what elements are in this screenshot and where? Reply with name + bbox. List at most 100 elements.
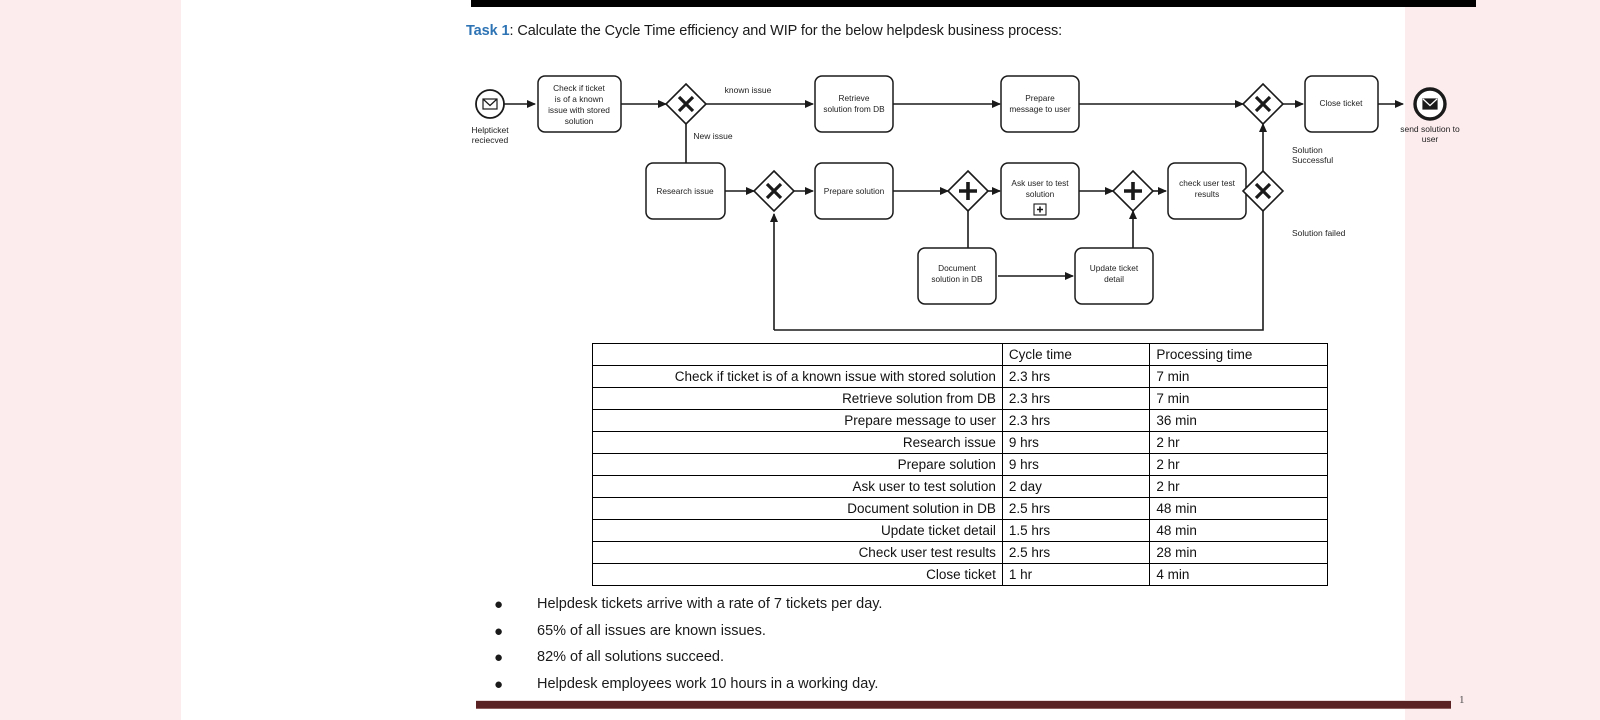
task-line: results [1195,189,1219,199]
cell-processing-time: 7 min [1149,387,1328,410]
list-item-text: 82% of all solutions succeed. [537,649,724,665]
bpmn-diagram: Helpticket reciecved Check if ticket is … [463,58,1473,343]
cell-processing-time: 48 min [1149,519,1328,542]
cell-activity: Update ticket detail [592,519,1003,542]
start-event-label-line2: reciecved [472,135,509,145]
cell-cycle-time: 9 hrs [1001,431,1151,454]
table-row: Check if ticket is of a known issue with… [592,365,1328,388]
flow-label-known-issue: known issue [725,85,772,95]
cell-processing-time: 28 min [1149,541,1328,564]
task-prepare-message: Prepare message to user [1000,75,1080,133]
gateway-merge-close [1241,82,1285,126]
task-line: detail [1104,274,1124,284]
task-line: Prepare solution [824,186,885,196]
activity-times-table-wrapper: Cycle time Processing time Check if tick… [592,343,1328,586]
list-item-text: Helpdesk tickets arrive with a rate of 7… [537,596,883,612]
cell-cycle-time: 9 hrs [1001,453,1151,476]
cell-activity: Close ticket [592,563,1003,586]
task-ask-user-test: Ask user to test solution [1000,162,1080,220]
bullet-icon: ● [494,675,504,693]
cell-activity: Document solution in DB [592,497,1003,520]
cell-cycle-time: 2 day [1001,475,1151,498]
cell-activity: Retrieve solution from DB [592,387,1003,410]
start-event: Helpticket reciecved [471,89,509,145]
task-line: is of a known [555,94,604,104]
list-item-text: 65% of all issues are known issues. [537,622,766,639]
page-number: 1 [1459,694,1465,706]
cell-activity: Check if ticket is of a known issue with… [592,365,1003,388]
task-line: Close ticket [1320,98,1364,108]
task-document-solution: Document solution in DB [917,247,997,305]
list-item: ● 82% of all solutions succeed. [494,649,882,666]
task-line: Prepare [1025,93,1055,103]
gateway-join-research [752,169,796,213]
assumptions-list: ● Helpdesk tickets arrive with a rate of… [494,596,882,702]
table-header-row: Cycle time Processing time [592,343,1328,366]
task-line: Check if ticket [553,83,605,93]
cell-activity: Check user test results [592,541,1003,564]
end-event-label-line2: user [1422,134,1439,144]
end-event-label-line1: send solution to [1400,124,1460,134]
sub-process-plus-icon [1033,203,1047,216]
list-item: ● Helpdesk tickets arrive with a rate of… [494,596,882,613]
cell-processing-time: 7 min [1149,365,1328,388]
cell-cycle-time: 2.3 hrs [1001,409,1151,432]
table-header-processing-time: Processing time [1149,343,1328,366]
task-retrieve-solution: Retrieve solution from DB [814,75,894,133]
task-prepare-solution: Prepare solution [814,162,894,220]
gateway-solution-result [1241,169,1285,213]
task-update-ticket-detail: Update ticket detail [1074,247,1154,305]
task-line: check user test [1179,178,1235,188]
task-line: issue with stored [548,105,610,115]
gateway-parallel-split [946,169,990,213]
flow-label-new-issue: New issue [693,131,732,141]
flow-label-solution-successful-line2: Successful [1292,155,1333,165]
table-row: Close ticket 1 hr 4 min [592,563,1328,586]
table-row: Check user test results 2.5 hrs 28 min [592,541,1328,564]
task-check-user-test-results: check user test results [1167,162,1247,220]
task-line: solution in DB [931,274,983,284]
table-row: Ask user to test solution 2 day 2 hr [592,475,1328,498]
cell-cycle-time: 2.3 hrs [1001,387,1151,410]
cell-activity: Research issue [592,431,1003,454]
flow-label-solution-successful-line1: Solution [1292,145,1323,155]
task-close-ticket: Close ticket [1304,75,1379,133]
cell-cycle-time: 1 hr [1001,563,1151,586]
cell-activity: Prepare solution [592,453,1003,476]
task-line: message to user [1009,104,1071,114]
cell-cycle-time: 2.5 hrs [1001,541,1151,564]
task-line: Ask user to test [1011,178,1069,188]
task-line: Research issue [656,186,714,196]
table-header-activity [592,343,1003,366]
flow-label-solution-failed: Solution failed [1292,228,1346,238]
end-event: send solution to user [1400,87,1460,144]
cell-processing-time: 2 hr [1149,453,1328,476]
table-row: Update ticket detail 1.5 hrs 48 min [592,519,1328,542]
task-research-issue: Research issue [645,162,726,220]
task-line: solution from DB [823,104,885,114]
start-event-label-line1: Helpticket [471,125,509,135]
bottom-rule [476,700,1451,709]
task-line: solution [1026,189,1055,199]
table-header-cycle-time: Cycle time [1001,343,1151,366]
task-heading: Task 1: Calculate the Cycle Time efficie… [466,23,1062,39]
list-item-text: Helpdesk employees work 10 hours in a wo… [537,675,879,692]
table-row: Prepare message to user 2.3 hrs 36 min [592,409,1328,432]
cell-cycle-time: 2.5 hrs [1001,497,1151,520]
top-rule [471,0,1476,7]
task-check-if-ticket: Check if ticket is of a known issue with… [537,75,622,133]
cell-activity: Ask user to test solution [592,475,1003,498]
cell-processing-time: 2 hr [1149,431,1328,454]
cell-processing-time: 48 min [1149,497,1328,520]
gateway-parallel-join [1111,169,1155,213]
activity-times-table: Cycle time Processing time Check if tick… [592,343,1328,586]
cell-processing-time: 2 hr [1149,475,1328,498]
task-line: Update ticket [1090,263,1139,273]
list-item: ● Helpdesk employees work 10 hours in a … [494,676,882,693]
task-description: : Calculate the Cycle Time efficiency an… [509,23,1063,39]
document-page: Task 1: Calculate the Cycle Time efficie… [181,0,1476,720]
cell-cycle-time: 2.3 hrs [1001,365,1151,388]
cell-activity: Prepare message to user [592,409,1003,432]
list-item: ● 65% of all issues are known issues. [494,623,882,640]
cell-cycle-time: 1.5 hrs [1001,519,1151,542]
